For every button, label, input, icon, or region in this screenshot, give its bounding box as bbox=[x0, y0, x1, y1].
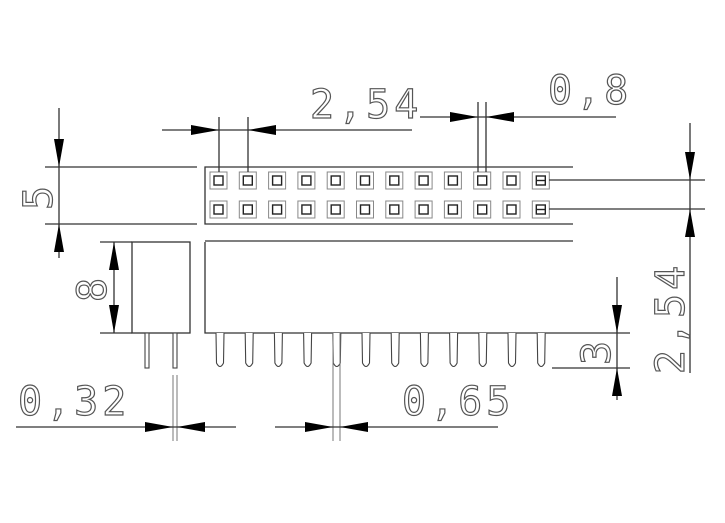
pad-grid bbox=[209, 171, 550, 219]
pad bbox=[385, 171, 404, 190]
pad bbox=[326, 171, 345, 190]
pin bbox=[449, 332, 459, 368]
pad bbox=[356, 200, 374, 219]
dim-label-8: 8 bbox=[70, 274, 116, 302]
dim-label-row-pitch: 2,54 bbox=[648, 262, 694, 374]
dimension-pin-0-65: 0,65 bbox=[275, 333, 514, 441]
pad bbox=[473, 200, 492, 219]
top-view bbox=[45, 166, 573, 242]
pin bbox=[536, 332, 546, 368]
pin bbox=[478, 332, 488, 368]
pad bbox=[414, 200, 433, 219]
pad bbox=[268, 200, 287, 219]
pin bbox=[419, 332, 429, 368]
pad bbox=[385, 200, 404, 219]
pad bbox=[238, 171, 257, 190]
dimension-height-5: 5 bbox=[15, 108, 64, 258]
front-pin-row bbox=[215, 332, 546, 368]
pad bbox=[502, 171, 521, 190]
dimension-body-8: 8 bbox=[69, 242, 119, 333]
dim-label-pitch: 2,54 bbox=[310, 82, 422, 128]
pad bbox=[209, 171, 228, 190]
dimension-row-pitch-2-54: 2,54 bbox=[549, 123, 705, 375]
dim-label-pad: 0,8 bbox=[548, 68, 632, 114]
pad bbox=[209, 200, 228, 219]
pad bbox=[356, 171, 374, 190]
pad bbox=[502, 200, 521, 219]
dim-label-pin-side: 0,32 bbox=[18, 379, 130, 425]
pad bbox=[326, 200, 345, 219]
pad bbox=[443, 200, 462, 219]
dimension-pin-length-3: 3 bbox=[573, 277, 622, 400]
pad bbox=[531, 200, 550, 219]
dim-label-pin-front: 0,65 bbox=[402, 379, 514, 425]
front-view bbox=[204, 242, 630, 369]
pin bbox=[390, 332, 400, 368]
dimension-pitch-2-54: 2,54 bbox=[162, 81, 422, 172]
pad bbox=[443, 171, 462, 190]
pin bbox=[244, 332, 254, 368]
pin bbox=[215, 332, 225, 368]
pad bbox=[473, 171, 492, 190]
pin bbox=[303, 332, 313, 368]
side-view bbox=[100, 241, 191, 369]
dimension-pad-0-8: 0,8 bbox=[420, 67, 632, 172]
pad bbox=[531, 171, 550, 190]
pad bbox=[268, 171, 287, 190]
pad bbox=[297, 200, 316, 219]
pad bbox=[297, 171, 316, 190]
dim-label-3: 3 bbox=[574, 337, 620, 365]
pin bbox=[273, 332, 283, 368]
pin bbox=[361, 332, 371, 368]
dim-label-5: 5 bbox=[16, 182, 62, 210]
dimension-pin-0-32: 0,32 bbox=[16, 375, 236, 441]
pad bbox=[414, 171, 433, 190]
pin bbox=[507, 332, 517, 368]
pad bbox=[238, 200, 257, 219]
